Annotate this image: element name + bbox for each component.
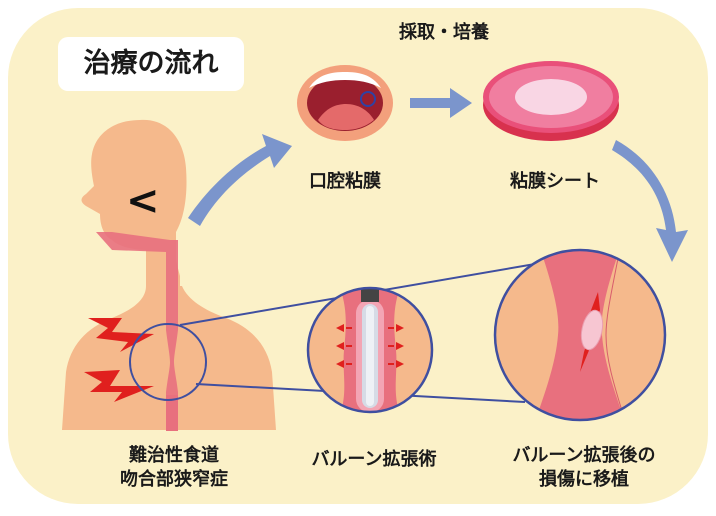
label-stricture-line2: 吻合部狭窄症: [96, 469, 252, 492]
face-mark-icon: <: [126, 178, 160, 224]
balloon-dilation-illustration: [308, 288, 432, 414]
diagram-title: 治療の流れ: [58, 37, 244, 91]
label-balloon-dilation: バルーン拡張術: [294, 449, 454, 472]
label-mucosal-sheet: 粘膜シート: [490, 171, 620, 194]
label-transplant-line2: 損傷に移植: [520, 469, 648, 492]
label-harvest-culture: 採取・培養: [374, 22, 514, 45]
mucosal-sheet-dish: [483, 61, 619, 141]
label-stricture-line1: 難治性食道: [104, 445, 244, 468]
label-oral-mucosa: 口腔粘膜: [290, 171, 400, 194]
mouth-illustration: [297, 65, 393, 141]
label-transplant-line1: バルーン拡張後の: [496, 445, 672, 468]
